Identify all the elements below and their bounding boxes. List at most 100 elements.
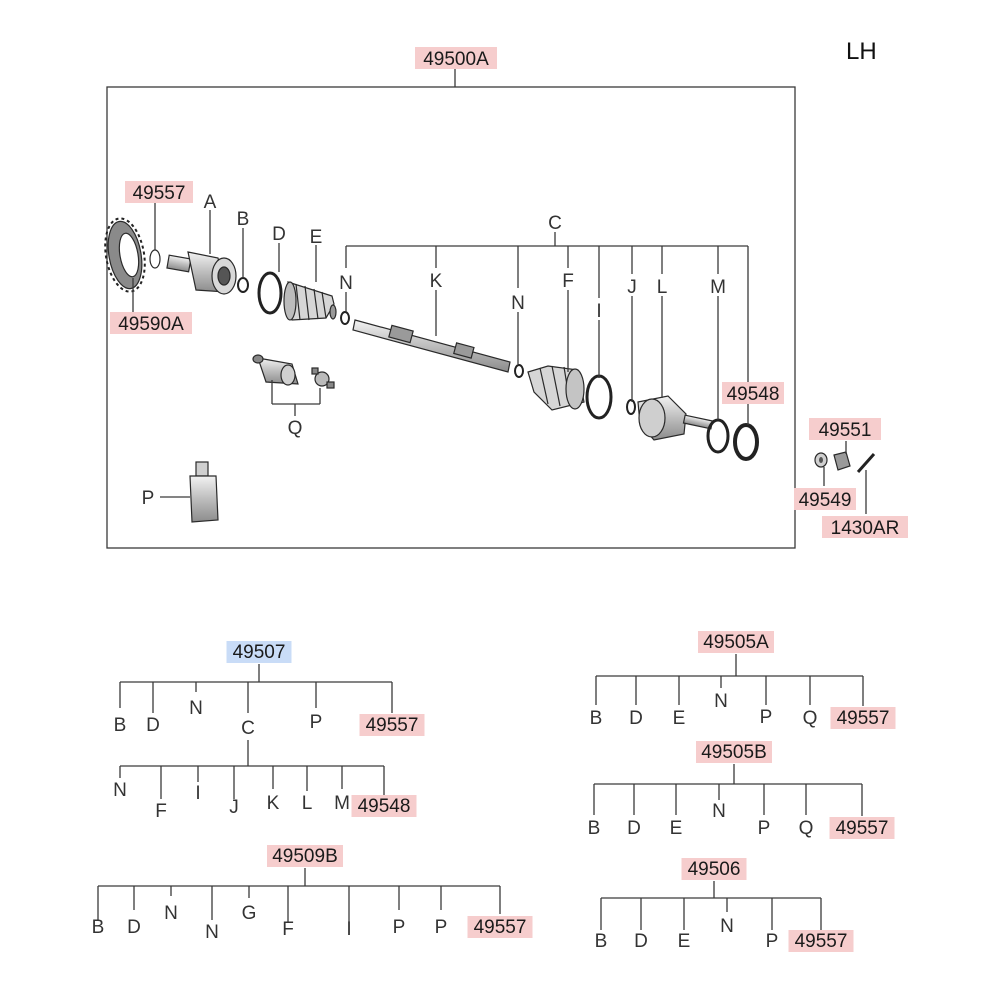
hardware-parts <box>814 451 876 473</box>
callout-1430AR-tag[interactable] <box>822 516 908 538</box>
kit-49505A-item-1: D <box>629 708 643 729</box>
callout-49557[interactable]: 49557 <box>133 183 186 204</box>
kit-49509B-item-3: N <box>205 922 219 943</box>
ring-b-part <box>237 277 249 293</box>
inner-joint-part <box>637 395 714 441</box>
callout-49590A-tag[interactable] <box>110 312 192 334</box>
kit-code-49506[interactable]: 49506 <box>688 859 741 880</box>
callout-n2: N <box>511 293 525 314</box>
kit-code-49505B[interactable]: 49505B <box>701 742 767 763</box>
kit-49505B-item-5: Q <box>799 818 814 839</box>
kit-49507-sub-item-6: M <box>334 793 350 814</box>
kit-49507-item-5[interactable]: 49557 <box>366 715 419 736</box>
kit-code-49507[interactable]: 49507 <box>233 642 286 663</box>
kit-49505A-item-3: N <box>714 691 728 712</box>
kit-49505A-item-4: P <box>760 707 773 728</box>
kit-49506-item-5-tag[interactable] <box>788 930 854 952</box>
kit-49507-sub-item-1: F <box>155 801 167 822</box>
ring-n1-part <box>340 311 350 325</box>
kit-49509B-item-2: N <box>164 903 178 924</box>
kit-49505A-item-5: Q <box>803 708 818 729</box>
kit-49506-item-5[interactable]: 49557 <box>795 931 848 952</box>
kit-49507-item-4: P <box>310 712 323 733</box>
callout-l: L <box>657 277 668 298</box>
kit-code-49505B-tag[interactable] <box>696 741 772 763</box>
kit-49505A: B D E N P Q 49557 49505A <box>590 631 896 729</box>
kit-49507-sub-item-4: K <box>267 793 280 814</box>
kit-49509B-item-4: G <box>242 903 257 924</box>
callout-49551-tag[interactable] <box>809 418 881 440</box>
kit-49509B-item-0: B <box>92 917 105 938</box>
clamp-d-part <box>257 271 283 315</box>
callout-a: A <box>204 192 217 213</box>
kit-code-49506-tag[interactable] <box>681 858 747 880</box>
snap-ring-part <box>149 249 161 269</box>
kit-49507-item-3: C <box>241 718 255 739</box>
kit-49507-item-5-tag[interactable] <box>359 714 425 736</box>
kit-49509B-item-6: I <box>346 919 351 940</box>
kit-code-49509B[interactable]: 49509B <box>272 846 338 867</box>
kit-49505A-item-6-tag[interactable] <box>830 707 896 729</box>
ring-n2-part <box>514 364 524 378</box>
clamp-i-part <box>585 374 613 420</box>
kit-49507-sub-item-7[interactable]: 49548 <box>358 796 411 817</box>
kit-49505B-item-2: E <box>670 818 683 839</box>
kit-49509B-item-8: P <box>435 917 448 938</box>
kit-49506-item-4: P <box>766 931 779 952</box>
main-code-tag[interactable] <box>415 47 497 69</box>
ring-49548-part <box>733 423 759 461</box>
callout-49548-tag[interactable] <box>722 382 784 404</box>
callout-k: K <box>430 271 443 292</box>
kit-49505B-item-6-tag[interactable] <box>829 817 895 839</box>
callout-m: M <box>710 277 726 298</box>
callout-1430AR[interactable]: 1430AR <box>831 518 900 539</box>
kit-49506-item-3: N <box>720 916 734 937</box>
callout-49549-tag[interactable] <box>794 488 856 510</box>
callout-p: P <box>142 488 155 509</box>
kit-49507-sub-item-7-tag[interactable] <box>351 795 417 817</box>
kit-49505B-item-6[interactable]: 49557 <box>836 818 889 839</box>
callout-e: E <box>310 227 323 248</box>
kit-49509B-item-7: P <box>393 917 406 938</box>
callout-c: C <box>548 213 562 234</box>
kit-49507-sub-item-0: N <box>113 780 127 801</box>
kit-49507-sub-item-5: L <box>302 793 313 814</box>
assembly-frame <box>106 68 796 549</box>
kit-49505A-item-2: E <box>673 708 686 729</box>
callout-j: J <box>627 277 637 298</box>
callout-f: F <box>562 271 574 292</box>
callout-n1: N <box>339 273 353 294</box>
callout-49557-tag[interactable] <box>125 181 193 203</box>
callout-49549[interactable]: 49549 <box>799 490 852 511</box>
callout-49551[interactable]: 49551 <box>819 420 872 441</box>
kit-49507-item-1: D <box>146 715 160 736</box>
shaft-k-part <box>352 319 511 373</box>
kit-code-49505A-tag[interactable] <box>698 631 774 653</box>
boot-f-part <box>527 365 585 411</box>
kit-49505A-item-6[interactable]: 49557 <box>837 708 890 729</box>
kit-49507-item-0: B <box>114 715 127 736</box>
kit-49505B-item-1: D <box>627 818 641 839</box>
kit-49505A-item-0: B <box>590 708 603 729</box>
callout-49548[interactable]: 49548 <box>727 384 780 405</box>
boot-e-part <box>283 281 337 321</box>
kit-49506-item-1: D <box>634 931 648 952</box>
callout-q: Q <box>288 418 303 439</box>
kit-49509B-item-9[interactable]: 49557 <box>474 917 527 938</box>
kit-49506-item-0: B <box>595 931 608 952</box>
callout-49590A[interactable]: 49590A <box>118 314 184 335</box>
kit-code-49505A[interactable]: 49505A <box>703 632 769 653</box>
callout-b: B <box>237 209 250 230</box>
main-code-label[interactable]: 49500A <box>423 49 489 70</box>
callout-d: D <box>272 224 286 245</box>
kit-49505B-item-0: B <box>588 818 601 839</box>
kit-code-49509B-tag[interactable] <box>267 845 343 867</box>
outer-joint-part <box>166 251 237 295</box>
kit-49509B-item-9-tag[interactable] <box>467 916 533 938</box>
kit-code-49507-tag[interactable] <box>226 641 292 663</box>
